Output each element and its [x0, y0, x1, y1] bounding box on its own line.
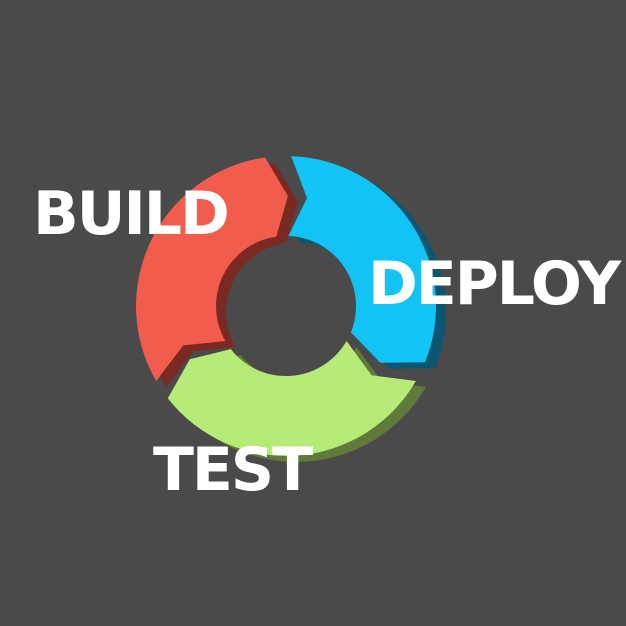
deploy-segment	[288, 156, 437, 363]
build-label: BUILD	[33, 179, 230, 249]
deploy-label: DEPLOY	[368, 249, 621, 319]
test-segment	[167, 341, 416, 456]
build-segment	[136, 157, 288, 381]
test-label: TEST	[153, 435, 313, 505]
